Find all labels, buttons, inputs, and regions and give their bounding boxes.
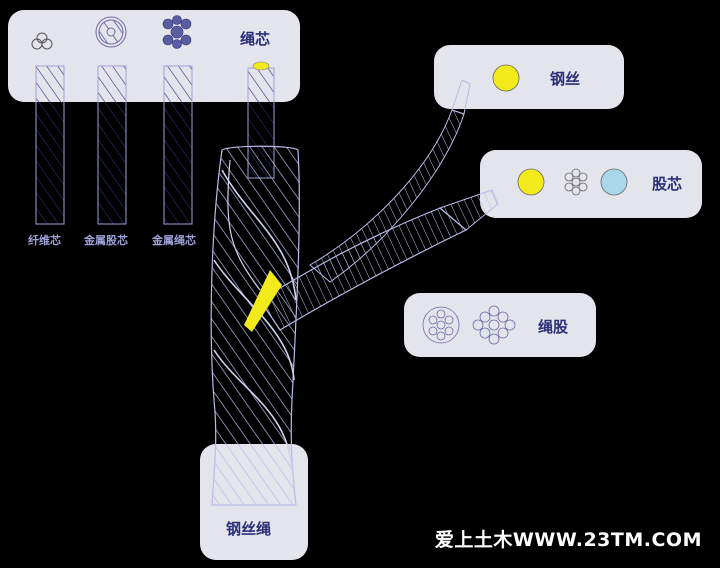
strand-core-cluster-icon	[564, 168, 588, 196]
fiber-core-label: 纤维芯	[28, 234, 61, 247]
fiber-core-icon	[31, 32, 53, 50]
metal-rope-core-label: 金属绳芯	[152, 234, 196, 247]
metal-rope-core-icon	[162, 15, 192, 49]
core-label: 绳芯	[240, 30, 271, 48]
watermark: 爱上土木WWW.23TM.COM	[434, 529, 702, 551]
steel-wire-icon	[492, 64, 520, 92]
strand-core-fiber-icon	[600, 168, 628, 196]
strand-core-wire-icon	[517, 168, 545, 196]
wire-rope-label: 钢丝绳	[226, 520, 272, 538]
metal-strand-core-label: 金属股芯	[84, 234, 128, 247]
metal-strand-core-icon	[95, 16, 127, 48]
metal-strand-core-column	[97, 65, 127, 225]
wire-panel	[434, 45, 624, 109]
strand-cross-section-icon	[422, 306, 460, 344]
fiber-core-column	[35, 65, 65, 225]
rope-core-top	[252, 61, 270, 71]
metal-rope-core-column	[163, 65, 193, 225]
strand-cross-section-alt-icon	[472, 305, 516, 345]
strand-core-panel	[480, 150, 702, 218]
core-wire-highlight	[244, 270, 282, 332]
strand-core-label: 股芯	[652, 175, 683, 193]
strand-core-branch	[439, 189, 499, 231]
strand-label: 绳股	[538, 318, 569, 336]
wire-label: 钢丝	[550, 70, 581, 88]
